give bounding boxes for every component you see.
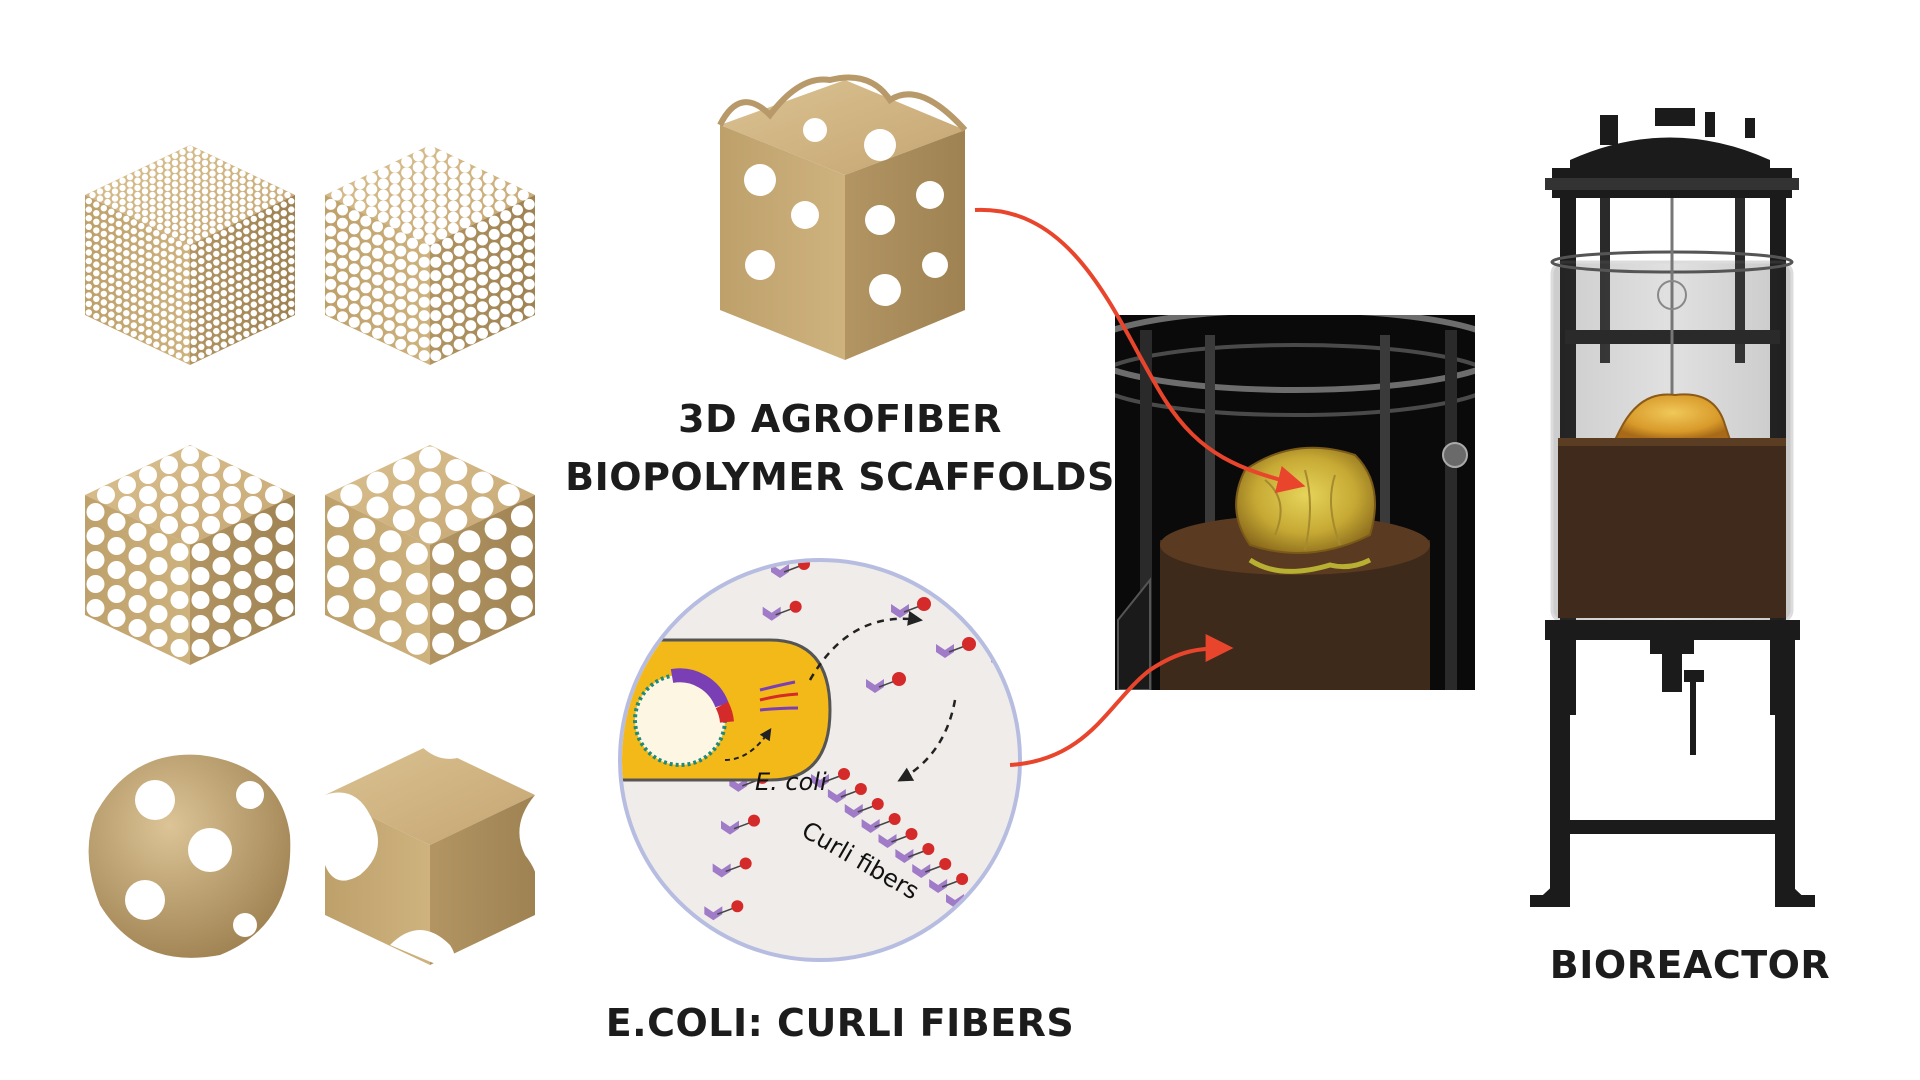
- scaffold-cube-large: [717, 74, 968, 360]
- scaffold-cube-fine-2: [325, 145, 535, 365]
- ecoli-label: E.COLI: CURLI FIBERS: [605, 1001, 1075, 1045]
- ecoli-cell-label: E. coli: [755, 768, 827, 796]
- curli-subunit: [866, 672, 906, 693]
- arrow-curli-to-bioreactor: [1009, 634, 1234, 767]
- scaffold-cube-medium-2: [325, 445, 535, 665]
- scaffolds-label-line1: 3D AGROFIBER: [678, 397, 1002, 441]
- scaffold-cube-fine-1: [85, 145, 295, 365]
- bioreactor-closeup: [1115, 315, 1475, 690]
- arrow-scaffold-to-bioreactor: [974, 207, 1306, 494]
- scaffold-cubes-grid: [85, 145, 539, 970]
- ecoli-cell: [622, 638, 832, 782]
- scaffold-cube-coarse-1: [88, 754, 291, 958]
- curli-subunit: [891, 597, 931, 618]
- scaffold-cube-coarse-2: [325, 745, 539, 970]
- scaffolds-label: 3D AGROFIBER BIOPOLYMER SCAFFOLDS: [560, 390, 1120, 506]
- ecoli-curli-illustration: E. coli Curli fibers: [618, 558, 1022, 962]
- scaffolds-label-line2: BIOPOLYMER SCAFFOLDS: [565, 455, 1115, 499]
- curli-subunit: [936, 637, 976, 658]
- bioreactor-label: BIOREACTOR: [1549, 943, 1831, 987]
- scaffold-cube-medium-1: [85, 445, 295, 665]
- bioreactor-full: [1530, 108, 1815, 907]
